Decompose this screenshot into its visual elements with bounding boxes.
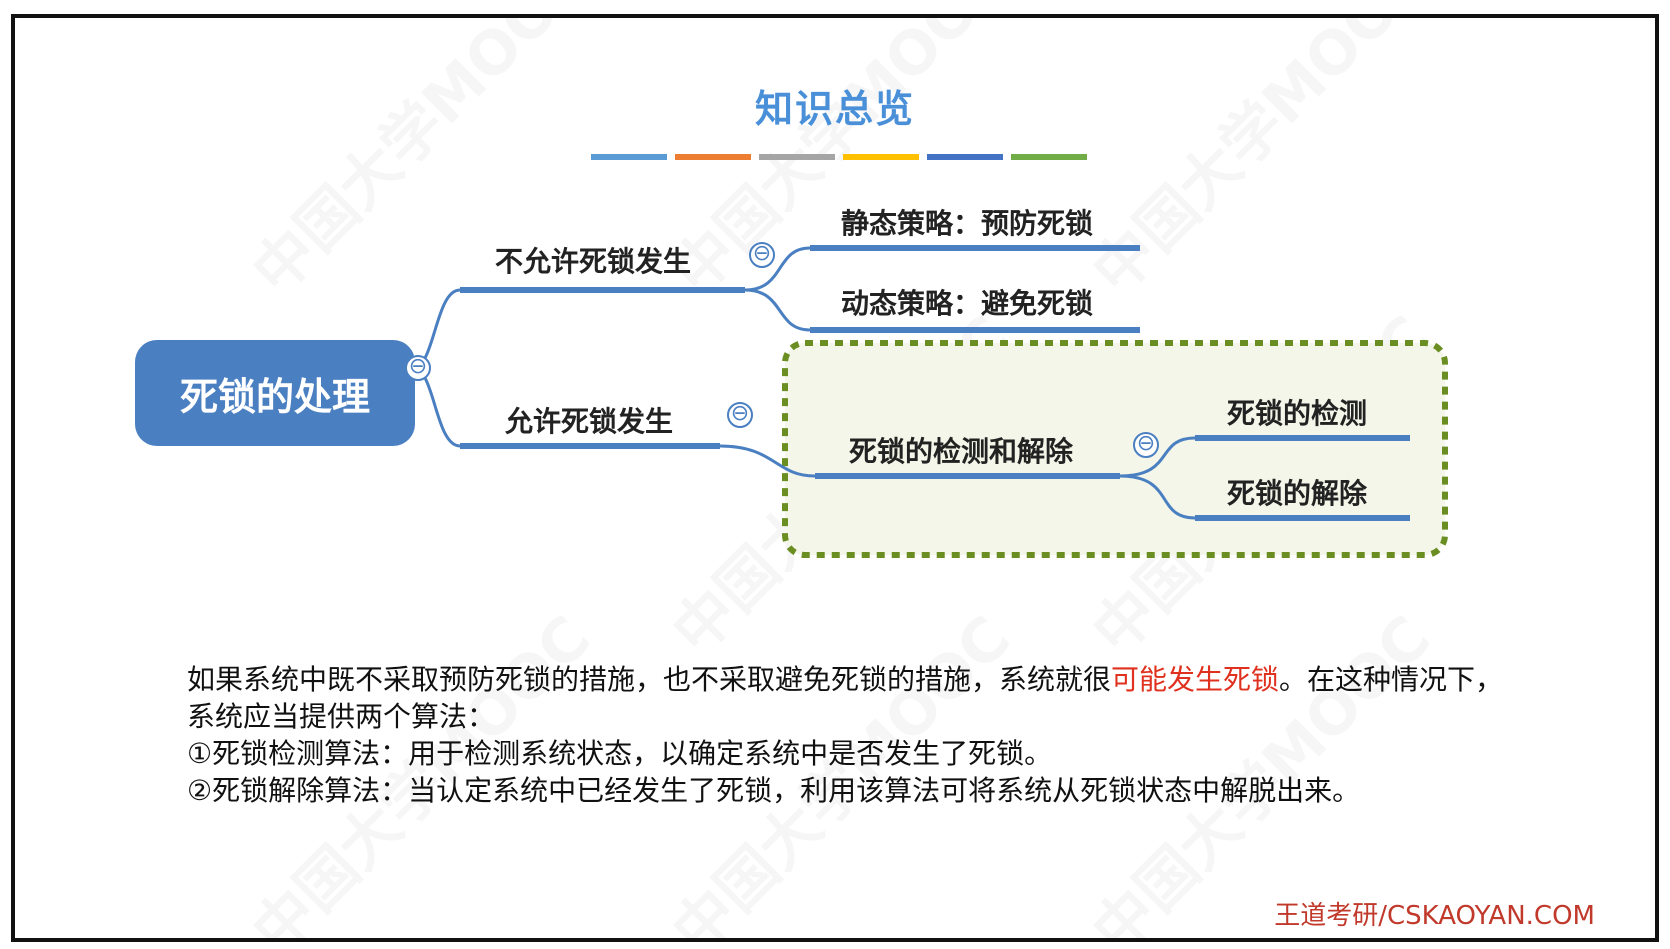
text-pre: 如果系统中既不采取预防死锁的措施，也不采取避免死锁的措施，系统就很 [187,663,1112,696]
page-title: 知识总览 [754,87,915,131]
brand-footer: 王道考研/CSKAOYAN.COM [1274,901,1595,931]
connector-detect-recover [1119,436,1196,520]
node-detect-recover: 死锁的检测和解除 [849,435,1074,468]
algorithm-item-1: ①死锁检测算法：用于检测系统状态，以确定系统中是否发生了死锁。 [187,737,1053,770]
algorithm-item-2: ②死锁解除算法：当认定系统中已经发生了死锁，利用该算法可将系统从死锁状态中解脱出… [187,774,1361,807]
color-bar [927,154,1003,160]
node-static-strategy: 静态策略：预防死锁 [841,207,1094,240]
allowed-group-box [782,340,1448,558]
title-color-bars [591,154,1087,160]
connector-allowed [719,444,816,478]
node-detect: 死锁的检测 [1227,397,1368,430]
mindmap-connectors [412,245,1448,558]
collapse-icon[interactable]: ⊖ [749,242,775,268]
connector-not-allowed [744,246,811,332]
slide: 中国大学MOOC 中国大学MOOC 中国大学MOOC 中国大学MOOC 中国大学… [11,14,1659,942]
color-bar [1011,154,1087,160]
node-allowed: 允许死锁发生 [505,405,674,438]
text-post: 。在这种情况下，系统应当提供两个算法： [187,663,1504,733]
node-not-allowed: 不允许死锁发生 [495,245,692,278]
node-recover: 死锁的解除 [1227,477,1368,510]
node-dynamic-strategy: 动态策略：避免死锁 [841,287,1094,320]
collapse-icon[interactable]: ⊖ [727,402,753,428]
color-bar [675,154,751,160]
highlight-text: 可能发生死锁 [1111,663,1280,696]
description-paragraph: 如果系统中既不采取预防死锁的措施，也不采取避免死锁的措施，系统就很可能发生死锁。… [187,661,1527,809]
collapse-icon[interactable]: ⊖ [1133,432,1159,458]
collapse-icon[interactable]: ⊖ [405,355,431,381]
color-bar [759,154,835,160]
mindmap-root: 死锁的处理 [135,340,415,446]
color-bar [843,154,919,160]
color-bar [591,154,667,160]
description-line-1: 如果系统中既不采取预防死锁的措施，也不采取避免死锁的措施，系统就很可能发生死锁。… [187,661,1527,735]
